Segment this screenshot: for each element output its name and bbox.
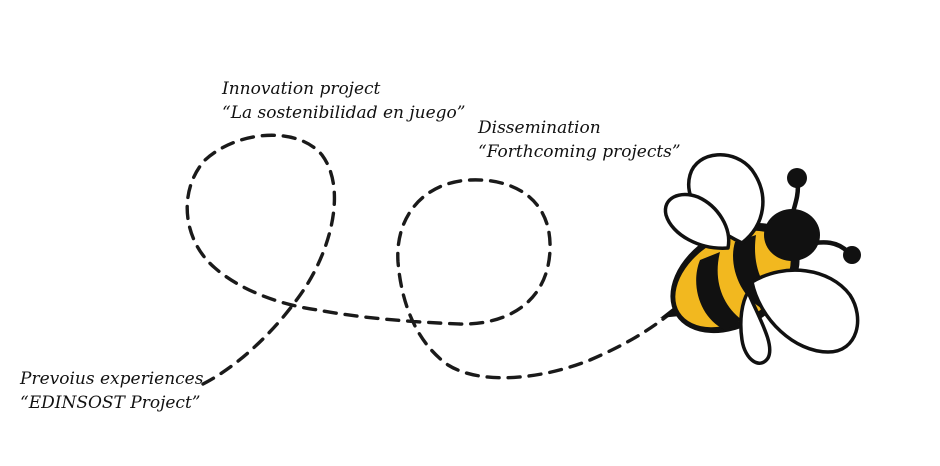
innovation-subtitle: “La sostenibilidad en juego” — [222, 103, 466, 123]
innovation-title: Innovation project — [222, 79, 381, 99]
previous-title: Prevoius experiences — [20, 369, 204, 389]
label-innovation-project: Innovation project “La sostenibilidad en… — [222, 77, 465, 125]
previous-subtitle: “EDINSOST Project” — [20, 393, 201, 413]
dissemination-title: Dissemination — [478, 118, 601, 138]
dissemination-subtitle: “Forthcoming projects” — [478, 142, 681, 162]
label-previous-experiences: Prevoius experiences “EDINSOST Project” — [20, 367, 203, 415]
label-dissemination: Dissemination “Forthcoming projects” — [478, 116, 681, 164]
